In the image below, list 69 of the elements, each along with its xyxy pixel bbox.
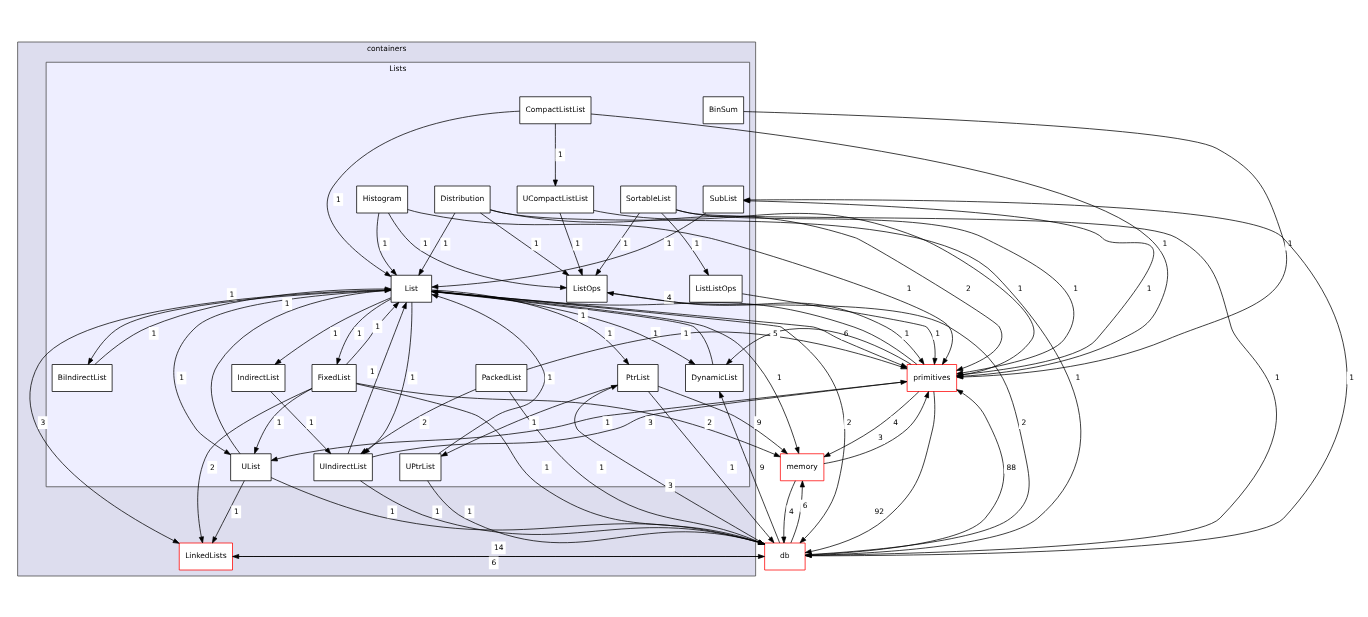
edge-label: 1 xyxy=(906,283,912,293)
edge-label: 1 xyxy=(1146,283,1152,293)
edge-label: 1 xyxy=(357,328,362,338)
edge-label: 1 xyxy=(575,238,581,248)
edge-label: 2 xyxy=(1021,417,1027,427)
edge-label: 9 xyxy=(759,462,765,471)
edge-label: 1 xyxy=(309,417,314,427)
edge-label: 1 xyxy=(666,238,672,248)
edge-label: 3 xyxy=(877,432,883,442)
edge-label: 1 xyxy=(777,372,782,382)
edge-label: 1 xyxy=(1073,283,1079,293)
edge-label: 1 xyxy=(179,372,185,382)
edge-label: 5 xyxy=(772,328,778,338)
edge-label: 4 xyxy=(893,417,899,427)
edge-label: 1 xyxy=(1287,238,1293,248)
edge-label: 1 xyxy=(234,506,239,516)
edge-label: 1 xyxy=(151,328,157,338)
edge-label: 1 xyxy=(229,289,235,299)
edge-label: 3 xyxy=(648,417,653,427)
edge-label: 1 xyxy=(729,462,735,471)
edge-label: 1 xyxy=(284,298,290,308)
edge-label: 14 xyxy=(494,542,504,552)
edge-label: 1 xyxy=(904,328,910,338)
edge-label: 1 xyxy=(534,238,539,248)
edge-label: 1 xyxy=(1075,372,1081,382)
edge-label: 6 xyxy=(802,500,808,510)
edge-label: 2 xyxy=(966,283,971,293)
edge-label: 2 xyxy=(422,417,428,427)
edge-label: 6 xyxy=(491,557,497,567)
edge-label: 1 xyxy=(547,372,553,382)
edge-label: 88 xyxy=(1006,462,1017,471)
edge-label: 1 xyxy=(558,149,563,159)
edge-label: 1 xyxy=(623,238,629,248)
edge-label: 2 xyxy=(846,417,852,427)
edge-label: 1 xyxy=(605,417,611,427)
edge-label: 1 xyxy=(276,417,282,427)
edge-label: 1 xyxy=(1017,283,1023,293)
edge-label: 1 xyxy=(410,372,416,382)
edge-label: 1 xyxy=(390,506,395,516)
edge-label: 1 xyxy=(694,238,700,248)
edge-label: 1 xyxy=(467,506,473,516)
edge-label: 6 xyxy=(843,328,849,338)
edge-label: 1 xyxy=(370,366,375,376)
edge-label: 1 xyxy=(531,417,537,427)
edge-label: 2 xyxy=(707,417,713,427)
edge-label: 1 xyxy=(333,328,338,338)
edge-label: 92 xyxy=(874,506,885,516)
edge-label: 1 xyxy=(1162,238,1168,248)
edge-label: 1 xyxy=(443,238,449,248)
edge-label: 1 xyxy=(382,238,388,248)
edge-label: 1 xyxy=(935,328,941,338)
edge-label: 3 xyxy=(40,417,46,427)
edge-label: 1 xyxy=(1275,372,1280,382)
edge-label: 1 xyxy=(423,238,428,248)
edge-label: 1 xyxy=(336,194,341,204)
edge-label: 2 xyxy=(210,462,215,471)
edge-label: 1 xyxy=(544,462,550,471)
edge-label: 1 xyxy=(683,328,689,338)
edge-label: 1 xyxy=(607,328,613,338)
edge-label: 1 xyxy=(599,462,605,471)
edge-label: 9 xyxy=(756,417,762,427)
edge-label: 1 xyxy=(580,310,586,320)
edge-label: 1 xyxy=(375,321,380,331)
edge-label: 4 xyxy=(789,506,794,516)
edge-label: 1 xyxy=(435,506,440,516)
edge-label: 3 xyxy=(667,480,673,490)
edge-label: 4 xyxy=(666,292,672,302)
edge-label: 1 xyxy=(653,328,659,338)
edge-label: 1 xyxy=(1349,372,1355,382)
